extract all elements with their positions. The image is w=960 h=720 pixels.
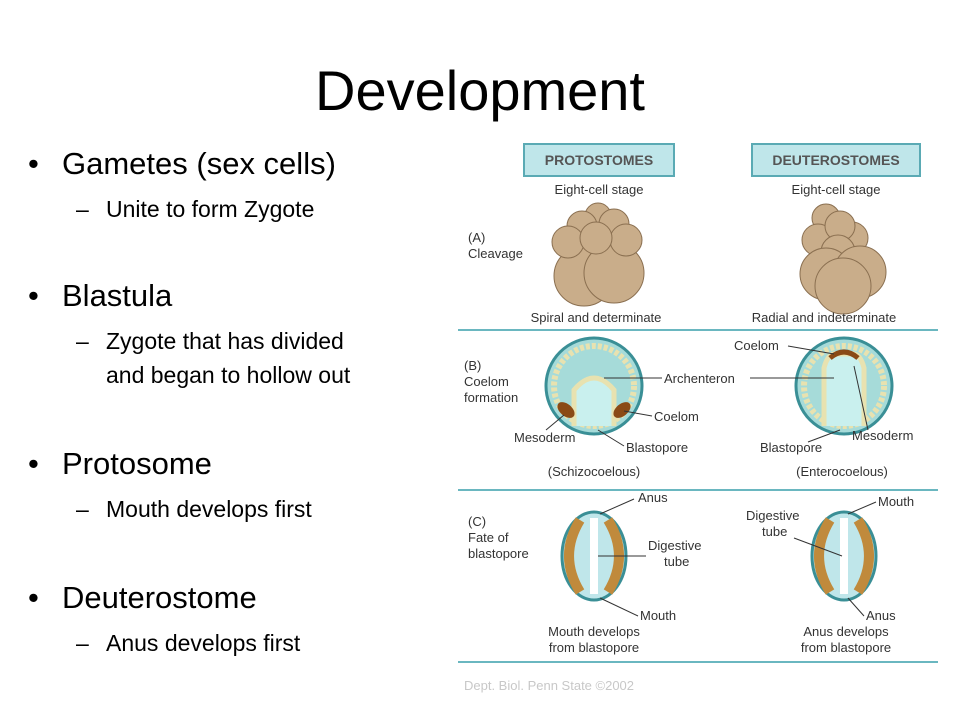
- coelom-type-left: (Schizocoelous): [548, 464, 641, 479]
- result-right-1: Anus develops: [803, 624, 889, 639]
- sub-text: Anus develops first: [106, 630, 301, 656]
- result-left-1: Mouth develops: [548, 624, 640, 639]
- mouth-label-left: Mouth: [640, 608, 676, 623]
- panel-c-letter: (C): [468, 514, 486, 529]
- stage-label-right: Eight-cell stage: [792, 182, 881, 197]
- anus-label-right: Anus: [866, 608, 896, 623]
- deuterostome-gut-diagram: [810, 510, 878, 602]
- slide-title: Development: [315, 59, 645, 122]
- panel-a-name: Cleavage: [468, 246, 523, 261]
- figure-svg: PROTOSTOMES DEUTEROSTOMES Eight-cell sta…: [458, 143, 938, 693]
- blastopore-label-right: Blastopore: [760, 440, 822, 455]
- coelom-type-right: (Enterocoelous): [796, 464, 888, 479]
- sub-text: Zygote that has divided: [106, 328, 344, 354]
- stage-label-left: Eight-cell stage: [555, 182, 644, 197]
- schizocoelous-embryo: [544, 336, 644, 436]
- sub-glyph: –: [76, 196, 89, 222]
- panel-b-letter: (B): [464, 358, 481, 373]
- archenteron-label: Archenteron: [664, 371, 735, 386]
- result-left-2: from blastopore: [549, 640, 639, 655]
- figure-credit: Dept. Biol. Penn State ©2002: [464, 678, 634, 693]
- sub-text: Unite to form Zygote: [106, 196, 315, 222]
- sub-glyph: –: [76, 630, 89, 656]
- coelom-label-right: Coelom: [734, 338, 779, 353]
- deuterostomes-header: DEUTEROSTOMES: [772, 152, 899, 168]
- sub-glyph: –: [76, 328, 89, 354]
- enterocoelous-embryo: [794, 336, 894, 436]
- result-right-2: from blastopore: [801, 640, 891, 655]
- panel-b-name-1: Coelom: [464, 374, 509, 389]
- bullet-text: Deuterostome: [62, 580, 257, 615]
- bullet-glyph: •: [28, 446, 39, 481]
- sub-text: and began to hollow out: [106, 362, 351, 388]
- anus-label-left: Anus: [638, 490, 668, 505]
- mesoderm-label-right: Mesoderm: [852, 428, 913, 443]
- deuterostomes-header-box: [751, 143, 921, 177]
- cell: [551, 225, 585, 259]
- bullet-text: Gametes (sex cells): [62, 146, 336, 181]
- bullet-glyph: •: [28, 278, 39, 313]
- protostomes-header: PROTOSTOMES: [545, 152, 653, 168]
- spiral-cleavage-cells: [551, 202, 645, 307]
- bullet-glyph: •: [28, 580, 39, 615]
- mesoderm-label-left: Mesoderm: [514, 430, 575, 445]
- embryo-development-figure: PROTOSTOMES DEUTEROSTOMES Eight-cell sta…: [458, 128, 938, 700]
- radial-cleavage-cells: [799, 203, 887, 315]
- blastopore-label-left: Blastopore: [626, 440, 688, 455]
- bullet-text: Protosome: [62, 446, 212, 481]
- panel-a-letter: (A): [468, 230, 485, 245]
- digestive-tube-label-left-2: tube: [664, 554, 689, 569]
- mouth-label-right: Mouth: [878, 494, 914, 509]
- sub-text: Mouth develops first: [106, 496, 312, 522]
- coelom-label-left: Coelom: [654, 409, 699, 424]
- digestive-tube-label-left-1: Digestive: [648, 538, 701, 553]
- protostomes-header-box: [523, 143, 675, 177]
- panel-c-name-2: blastopore: [468, 546, 529, 561]
- cell: [609, 223, 643, 257]
- panel-b-name-2: formation: [464, 390, 518, 405]
- digestive-tube-label-right-1: Digestive: [746, 508, 799, 523]
- cell: [579, 221, 613, 255]
- bullet-text: Blastula: [62, 278, 173, 313]
- cleavage-type-left: Spiral and determinate: [531, 310, 662, 325]
- cleavage-type-right: Radial and indeterminate: [752, 310, 897, 325]
- sub-glyph: –: [76, 496, 89, 522]
- digestive-tube-label-right-2: tube: [762, 524, 787, 539]
- panel-c-name-1: Fate of: [468, 530, 509, 545]
- bullet-glyph: •: [28, 146, 39, 181]
- cell: [814, 257, 872, 315]
